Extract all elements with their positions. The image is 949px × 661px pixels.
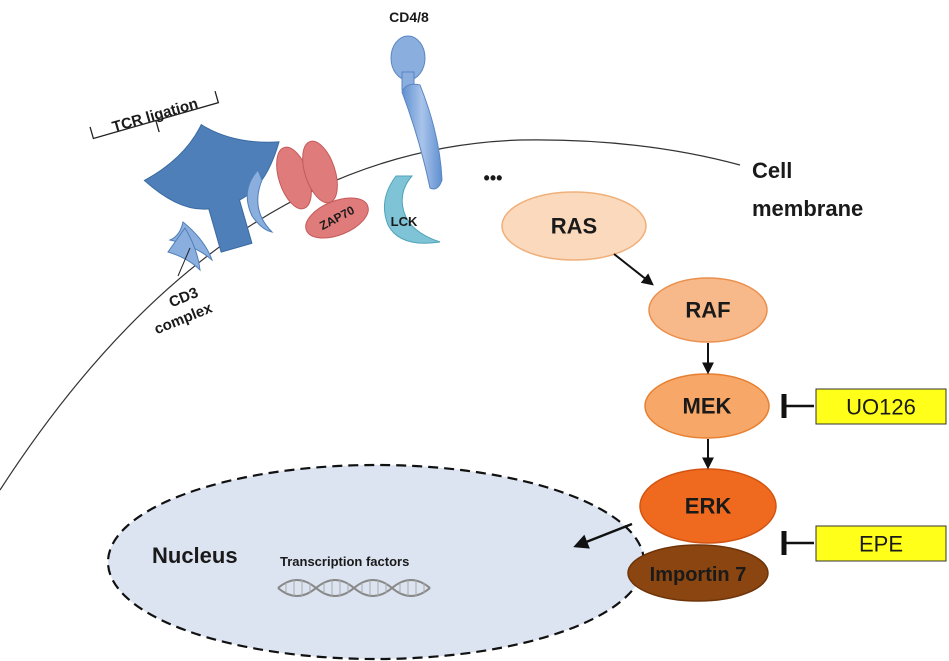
zap70-icon bbox=[276, 140, 369, 239]
lck-icon bbox=[383, 175, 441, 244]
mek-label: MEK bbox=[683, 394, 732, 419]
ellipsis-dots: ••• bbox=[484, 168, 503, 188]
cd4-8-label: CD4/8 bbox=[389, 9, 429, 25]
ras-node bbox=[501, 191, 647, 261]
uo126-label: UO126 bbox=[846, 395, 916, 420]
cell-membrane-label-line2: membrane bbox=[752, 196, 863, 221]
transcription-factors-label: Transcription factors bbox=[280, 554, 409, 569]
raf-label: RAF bbox=[685, 298, 730, 323]
raf-node bbox=[648, 277, 768, 343]
cell-membrane-label: Cell bbox=[752, 158, 792, 183]
importin7-node bbox=[627, 544, 769, 602]
cd3-complex-icon bbox=[167, 169, 274, 272]
dna-helix-icon bbox=[277, 579, 431, 597]
uo126-box bbox=[815, 388, 947, 425]
ras-to-raf-arrow bbox=[613, 253, 654, 286]
lck-label: LCK bbox=[391, 214, 418, 229]
tcr-receptor-icon bbox=[143, 123, 280, 253]
erk-to-nucleus-arrow bbox=[573, 522, 633, 549]
epe-label: EPE bbox=[859, 532, 903, 557]
cd3-pointer-line bbox=[177, 247, 191, 277]
importin7-label: Importin 7 bbox=[650, 564, 747, 586]
cd4-8-receptor-icon bbox=[390, 35, 443, 190]
nucleus-label: Nucleus bbox=[152, 543, 238, 568]
epe-box bbox=[815, 525, 947, 562]
ras-label: RAS bbox=[551, 214, 597, 239]
cell-membrane-line bbox=[0, 139, 741, 491]
tcr-ligation-bracket bbox=[89, 90, 220, 140]
tcr-ligation-label: TCR ligation bbox=[110, 95, 200, 136]
cell-membrane-label-line1: Cell bbox=[752, 158, 792, 183]
erk-label: ERK bbox=[685, 494, 732, 519]
